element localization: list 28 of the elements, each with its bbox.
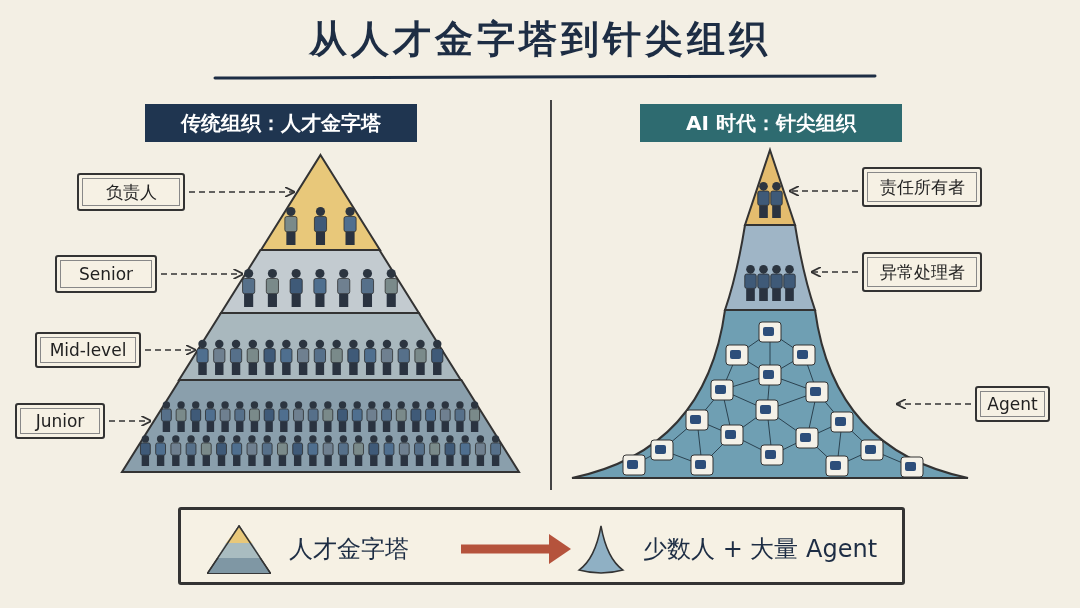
pyramid-top-layer: [260, 155, 380, 250]
cone-tip: [745, 150, 795, 225]
dashed-arrow: [188, 186, 296, 198]
heading-banner: AI 时代：针尖组织: [640, 104, 902, 142]
label-box: Agent: [975, 386, 1050, 422]
cone-layer: [725, 225, 815, 310]
pyramid-layer: [121, 380, 519, 472]
label-box: 负责人: [77, 173, 185, 211]
pyramid-layer: [179, 313, 461, 380]
dashed-arrow: [895, 398, 972, 410]
pyramid-layer: [221, 250, 419, 313]
dashed-arrow: [108, 415, 153, 427]
summary-panel: [178, 507, 905, 585]
label-box: 异常处理者: [862, 252, 982, 292]
block-arrow: [461, 534, 571, 564]
label-box: Junior: [15, 403, 105, 439]
heading-banner: 传统组织：人才金字塔: [145, 104, 417, 142]
dashed-arrow: [144, 344, 197, 356]
title: 从人才金字塔到针尖组织: [309, 16, 771, 63]
dashed-arrow: [160, 268, 245, 280]
summary-text: 人才金字塔: [289, 534, 409, 565]
label-box: Mid-level: [35, 332, 141, 368]
label-box: 责任所有者: [862, 167, 982, 207]
dashed-arrow: [788, 185, 859, 197]
summary-text: 少数人 + 大量 Agent: [643, 534, 878, 565]
label-box: Senior: [55, 255, 157, 293]
cone-layer: [572, 310, 968, 478]
dashed-arrow: [810, 266, 859, 278]
